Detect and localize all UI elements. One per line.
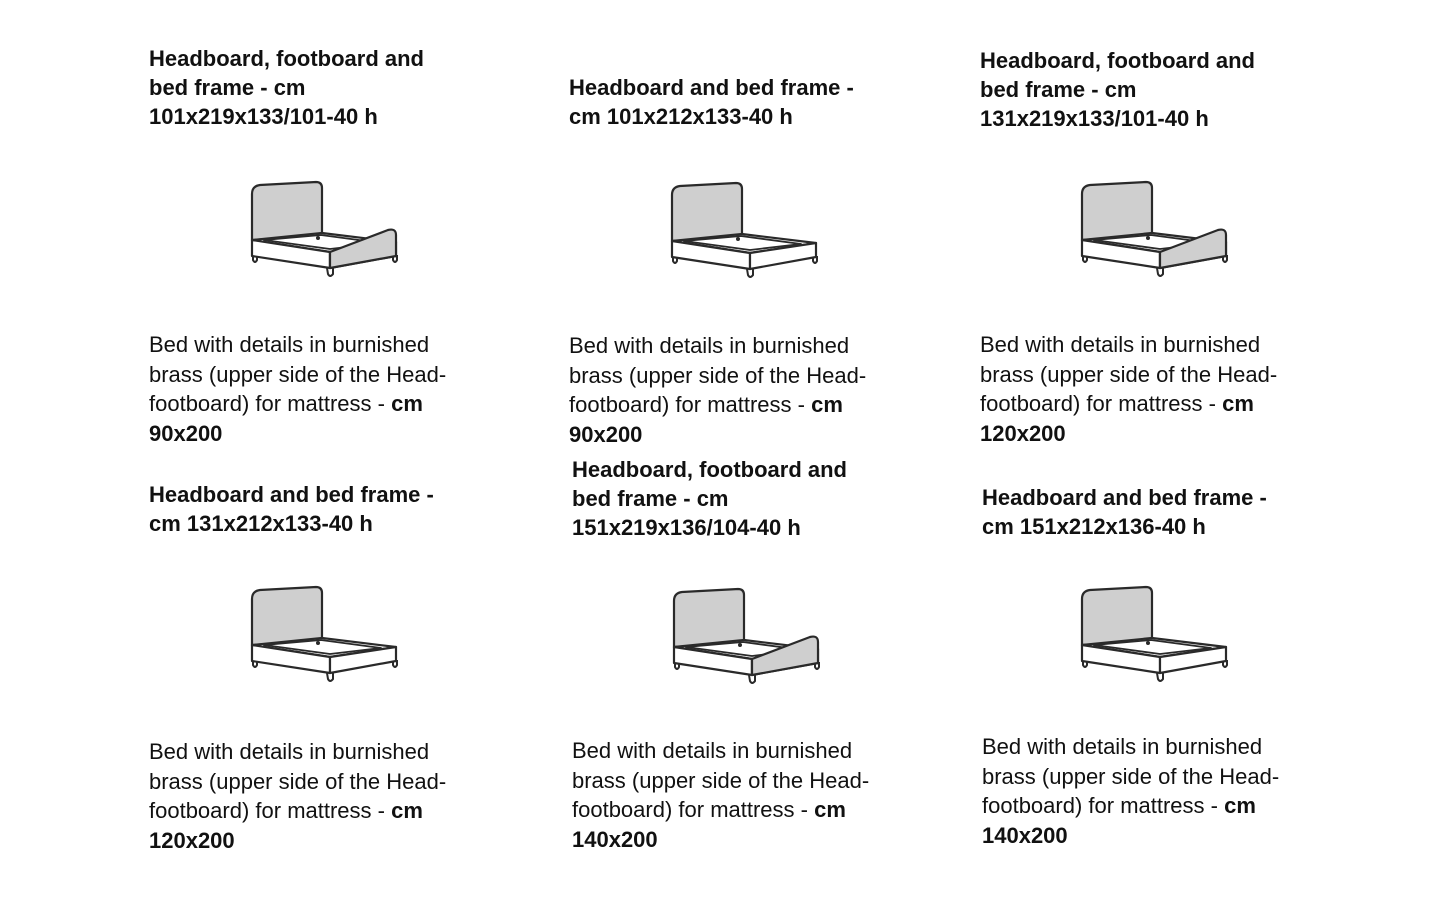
card-description: Bed with details in burnished brass (upp… (982, 732, 1362, 850)
bed-headboard-footboard-icon (672, 587, 821, 685)
mattress-size: 90x200 (569, 421, 643, 447)
card-description: Bed with details in burnished brass (upp… (569, 331, 949, 449)
card-title: Headboard, footboard and bed frame - cm … (572, 457, 847, 540)
mattress-size: 120x200 (149, 827, 235, 853)
mattress-size: 140x200 (572, 826, 658, 852)
mattress-size: 90x200 (149, 420, 223, 446)
card-description: Bed with details in burnished brass (upp… (149, 737, 529, 855)
card-description: Bed with details in burnished brass (upp… (149, 330, 529, 448)
product-card-6: Headboard and bed frame - cm 151x212x136… (982, 483, 1362, 541)
mattress-size: 120x200 (980, 420, 1066, 446)
card-title: Headboard and bed frame - cm 151x212x136… (982, 485, 1267, 539)
product-card-5: Headboard, footboard and bed frame - cm … (572, 455, 952, 542)
product-card-1: Headboard, footboard and bed frame - cm … (149, 44, 529, 131)
card-description: Bed with details in burnished brass (upp… (980, 330, 1360, 448)
bed-headboard-footboard-icon (250, 180, 399, 278)
mattress-size: 140x200 (982, 822, 1068, 848)
card-description: Bed with details in burnished brass (upp… (572, 736, 952, 854)
bed-headboard-footboard-icon (1080, 180, 1229, 278)
card-title: Headboard and bed frame - cm 101x212x133… (569, 75, 854, 129)
product-card-2: Headboard and bed frame - cm 101x212x133… (569, 73, 949, 131)
card-title: Headboard and bed frame - cm 131x212x133… (149, 482, 434, 536)
bed-headboard-icon (250, 585, 399, 683)
bed-headboard-icon (1080, 585, 1229, 683)
bed-headboard-icon (670, 181, 819, 279)
card-title: Headboard, footboard and bed frame - cm … (149, 46, 424, 129)
product-card-4: Headboard and bed frame - cm 131x212x133… (149, 480, 529, 538)
card-title: Headboard, footboard and bed frame - cm … (980, 48, 1255, 131)
product-card-3: Headboard, footboard and bed frame - cm … (980, 46, 1360, 133)
